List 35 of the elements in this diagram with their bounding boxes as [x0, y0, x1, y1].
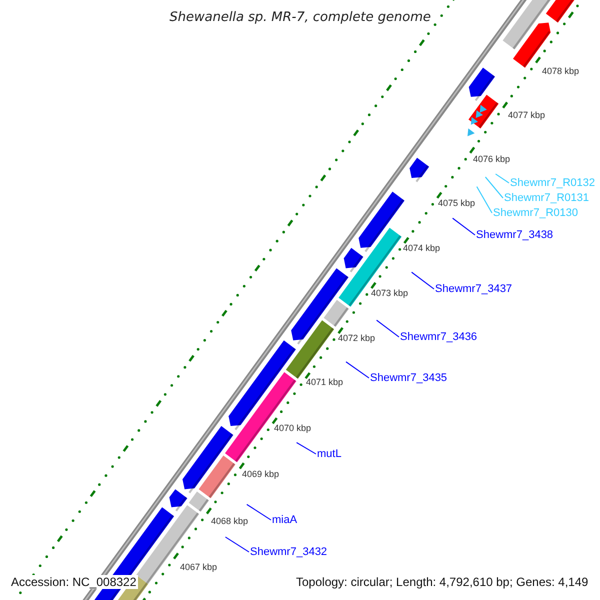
leader-line: [495, 174, 510, 184]
scale-label: 4069 kbp: [242, 470, 280, 478]
scale-label: 4071 kbp: [306, 378, 344, 386]
leader-line: [296, 442, 316, 454]
leader-line: [224, 536, 250, 552]
scale-label: 4077 kbp: [508, 110, 546, 120]
scale-label: 4070 kbp: [274, 424, 312, 432]
scale-label: 4074 kbp: [403, 244, 440, 252]
gene-label: Shewmr7_3432: [250, 546, 328, 558]
scale-label: 4068 kbp: [211, 516, 248, 526]
gene-label: Shewmr7_R0131: [504, 192, 589, 204]
genome-summary-text: Topology: circular; Length: 4,792,610 bp; Genes: 4,149: [294, 575, 590, 589]
leader-line: [346, 361, 370, 378]
leader-line: [246, 504, 272, 520]
scale-label: 4067 kbp: [180, 562, 218, 572]
scale-label: 4075 kbp: [438, 198, 476, 208]
gene-label: Shewmr7_3438: [476, 230, 554, 240]
diagram-title: Shewanella sp. MR-7, complete genome: [170, 10, 431, 24]
gene-label: Shewmr7_R0130: [493, 208, 578, 218]
gene-label: Shewmr7_3436: [400, 332, 478, 342]
scale-label: 4078 kbp: [542, 66, 580, 76]
gene-label: miaA: [272, 514, 298, 526]
leader-line: [411, 272, 434, 290]
gene-label: Shewmr7_3437: [435, 284, 512, 294]
leader-line: [376, 320, 400, 338]
leader-line: [476, 186, 492, 214]
scale-label: 4076 kbp: [473, 154, 510, 164]
gene-label: Shewmr7_3435: [370, 372, 448, 384]
accession-text: Accession: NC_008322: [9, 575, 138, 589]
leader-line: [452, 218, 476, 236]
gene-label: Shewmr7_R0132: [510, 178, 595, 188]
scale-label: 4072 kbp: [338, 334, 376, 342]
leader-line: [484, 176, 504, 198]
gene-label: mutL: [317, 448, 342, 460]
scale-label: 4073 kbp: [371, 288, 408, 298]
